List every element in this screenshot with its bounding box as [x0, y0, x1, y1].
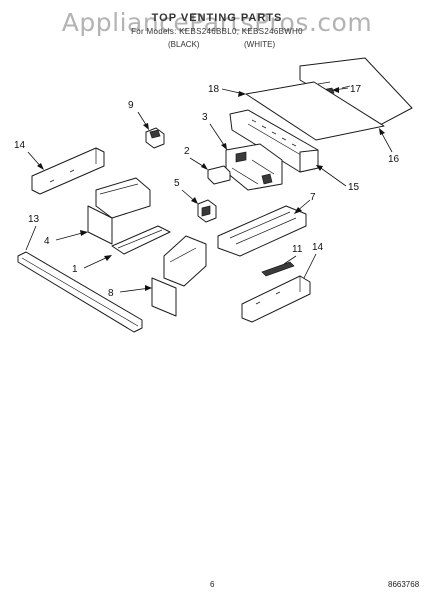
callout-7: 7 [294, 192, 316, 214]
svg-text:18: 18 [208, 84, 220, 95]
svg-text:2: 2 [184, 146, 190, 157]
callout-14-left: 14 [14, 140, 44, 170]
callout-14-right: 14 [303, 242, 324, 279]
svg-text:4: 4 [44, 236, 50, 247]
svg-text:14: 14 [14, 140, 26, 151]
callout-3: 3 [202, 112, 227, 150]
svg-text:17: 17 [350, 84, 362, 95]
callout-9: 9 [128, 100, 149, 130]
part-3-vent-duct [229, 109, 319, 173]
callout-1: 1 [72, 255, 112, 275]
callout-2: 2 [184, 146, 208, 170]
watermark: AppliancePartsPros.com [61, 8, 373, 37]
model-numbers: For Models: KEBS246BBL0, KEBS246BWH0 [131, 27, 303, 36]
part-13-rail [17, 251, 143, 333]
svg-text:13: 13 [28, 214, 40, 225]
callout-8: 8 [108, 285, 152, 299]
svg-text:1: 1 [72, 264, 78, 275]
callout-4: 4 [44, 230, 88, 247]
callout-13: 13 [25, 214, 40, 251]
part-11-terminal-block [261, 261, 295, 277]
callout-5: 5 [174, 178, 198, 204]
callout-16: 16 [379, 128, 400, 165]
callout-18: 18 [208, 84, 246, 97]
svg-text:14: 14 [312, 242, 324, 253]
diagram-title: TOP VENTING PARTS [151, 12, 283, 24]
svg-text:8: 8 [108, 288, 114, 299]
svg-text:16: 16 [388, 154, 400, 165]
color-label-white: (WHITE) [244, 40, 276, 49]
callout-17: 17 [332, 84, 362, 95]
part-5-relay [197, 199, 217, 223]
part-2-spacer [207, 165, 231, 185]
part-14-bracket-right [241, 275, 311, 323]
svg-text:7: 7 [310, 192, 316, 203]
callout-15: 15 [316, 165, 360, 193]
part-16-top-panel [299, 57, 413, 127]
callout-11: 11 [283, 244, 303, 265]
part-9-switch [145, 127, 165, 149]
page-number: 6 [210, 580, 215, 589]
part-7-tray [217, 205, 307, 257]
color-label-black: (BLACK) [168, 40, 200, 49]
svg-text:5: 5 [174, 178, 180, 189]
svg-text:9: 9 [128, 100, 134, 111]
part-14-bracket-left [31, 147, 105, 195]
svg-text:11: 11 [292, 244, 303, 255]
svg-text:15: 15 [348, 182, 360, 193]
part-18-insulation-sheet [245, 81, 385, 141]
part-4-duct-cover [87, 177, 151, 245]
part-1-strip [111, 225, 171, 255]
part-8-mount-bracket [151, 235, 207, 317]
part-15-blower [225, 143, 283, 191]
document-number: 8663768 [388, 580, 420, 589]
svg-text:3: 3 [202, 112, 208, 123]
